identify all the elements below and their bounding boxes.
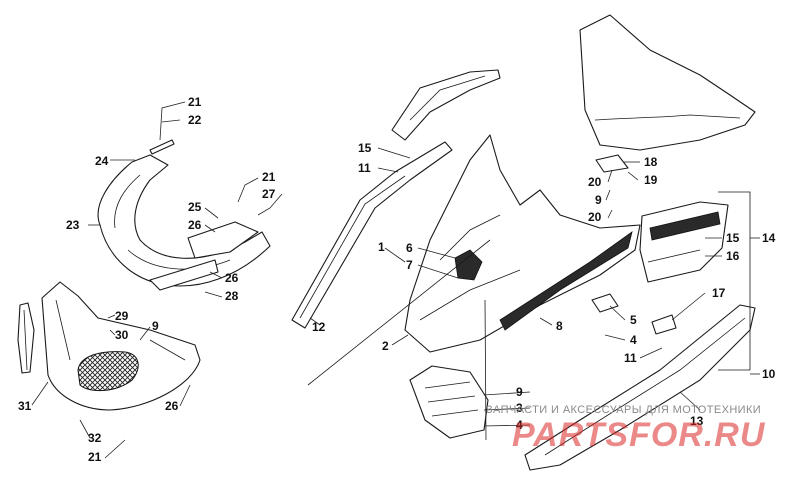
callout-15: 15 bbox=[726, 231, 740, 245]
callout-26: 26 bbox=[225, 271, 239, 285]
side-rail-long bbox=[291, 141, 453, 329]
fastener-rod bbox=[149, 139, 175, 155]
callout-31: 31 bbox=[18, 399, 32, 413]
callout-11: 11 bbox=[358, 161, 371, 175]
callout-4: 4 bbox=[630, 333, 637, 347]
callout-10: 10 bbox=[762, 367, 776, 381]
side-trim-strip bbox=[17, 302, 35, 374]
callout-9: 9 bbox=[152, 319, 159, 333]
callout-20: 20 bbox=[588, 210, 602, 224]
callout-5: 5 bbox=[630, 313, 637, 327]
callout-labels: 21 22 24 23 21 27 25 26 26 28 29 30 9 31… bbox=[18, 95, 776, 464]
windshield bbox=[579, 14, 756, 151]
callout-28: 28 bbox=[225, 289, 239, 303]
callout-21: 21 bbox=[88, 450, 102, 464]
callout-18: 18 bbox=[644, 155, 658, 169]
hood-support-bracket bbox=[97, 154, 271, 291]
callout-3: 3 bbox=[516, 401, 523, 415]
callout-11: 11 bbox=[624, 351, 637, 365]
main-hood bbox=[404, 134, 641, 353]
callout-16: 16 bbox=[726, 249, 740, 263]
callout-1: 1 bbox=[378, 240, 385, 254]
assembly-line bbox=[307, 239, 491, 441]
callout-24: 24 bbox=[95, 154, 109, 168]
callout-2: 2 bbox=[382, 339, 389, 353]
callout-19: 19 bbox=[644, 173, 658, 187]
callout-7: 7 bbox=[406, 258, 413, 272]
callout-9: 9 bbox=[516, 385, 523, 399]
latch bbox=[651, 314, 677, 335]
watermark-caption: ЗАПЧАСТИ И АКСЕССУАРЫ ДЛЯ МОТОТЕХНИКИ bbox=[486, 404, 762, 416]
callout-25: 25 bbox=[188, 200, 202, 214]
callout-20: 20 bbox=[588, 175, 602, 189]
callout-22: 22 bbox=[188, 113, 202, 127]
callout-27: 27 bbox=[262, 187, 276, 201]
callout-9: 9 bbox=[595, 193, 602, 207]
callout-29: 29 bbox=[115, 309, 129, 323]
callout-4: 4 bbox=[516, 418, 523, 432]
callout-21: 21 bbox=[262, 170, 276, 184]
lower-air-duct bbox=[409, 365, 489, 439]
callout-17: 17 bbox=[712, 286, 726, 300]
callout-26: 26 bbox=[165, 399, 179, 413]
callout-6: 6 bbox=[406, 241, 413, 255]
callout-30: 30 bbox=[115, 328, 129, 342]
callout-12: 12 bbox=[312, 320, 326, 334]
leader-lines bbox=[31, 101, 760, 459]
callout-14: 14 bbox=[762, 231, 776, 245]
watermark-logo: PARTSFOR.RU bbox=[512, 416, 766, 454]
lower-nose-panel bbox=[41, 281, 201, 411]
callout-32: 32 bbox=[88, 431, 102, 445]
mount-plate bbox=[187, 221, 259, 259]
windshield-bracket bbox=[595, 154, 629, 173]
side-panel bbox=[639, 201, 729, 283]
upper-duct bbox=[391, 69, 501, 141]
callout-8: 8 bbox=[556, 319, 563, 333]
callout-15: 15 bbox=[358, 141, 372, 155]
callout-13: 13 bbox=[690, 414, 704, 428]
callout-23: 23 bbox=[66, 218, 80, 232]
callout-26: 26 bbox=[188, 218, 202, 232]
callout-21: 21 bbox=[188, 95, 202, 109]
